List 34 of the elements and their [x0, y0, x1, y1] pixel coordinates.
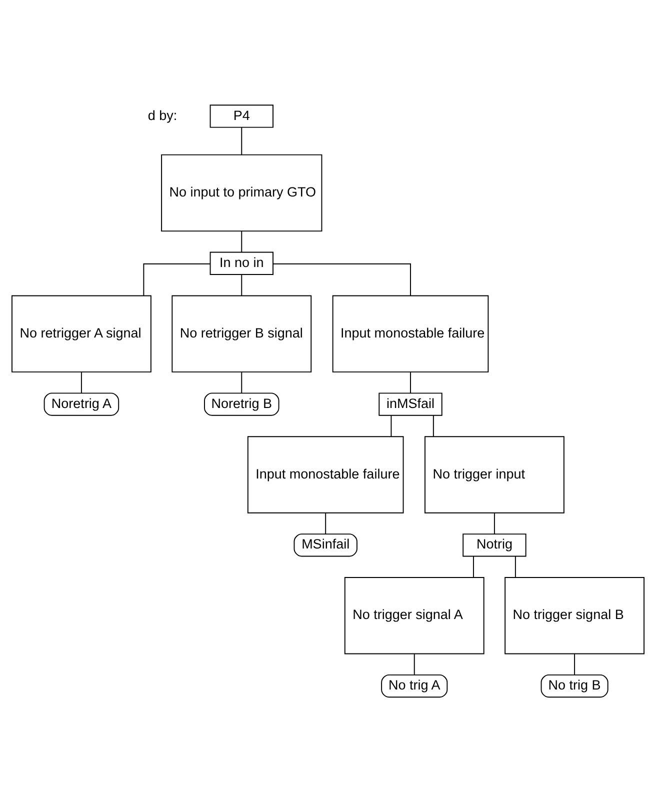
node-box: No trigger signal B	[504, 576, 644, 654]
connector	[414, 653, 415, 675]
label: d by:	[148, 107, 178, 122]
connector	[241, 126, 242, 155]
connector	[143, 262, 211, 296]
node-box: MSinfail	[294, 533, 358, 556]
node-box: No retrigger A signal	[12, 294, 152, 372]
node-box: P4	[210, 104, 274, 128]
connector	[241, 274, 242, 296]
node-box: Notrig	[462, 533, 526, 556]
connector	[325, 512, 326, 534]
node-box: No input to primary GTO	[161, 154, 322, 232]
node-box: No retrigger B signal	[172, 294, 312, 372]
node-box: Input monostable failure	[332, 294, 489, 372]
node-box: No trig B	[540, 674, 608, 698]
connector	[472, 556, 474, 578]
node-box: No trig A	[381, 674, 448, 698]
connector	[80, 371, 82, 394]
connector	[241, 371, 242, 394]
connector	[241, 230, 242, 252]
connector	[410, 371, 411, 394]
node-box: Input monostable failure	[247, 436, 404, 513]
node-box: In no in	[210, 251, 274, 274]
connector	[272, 262, 411, 296]
node-box: inMSfail	[378, 392, 442, 416]
node-box: Noretrig A	[44, 392, 120, 416]
connector	[494, 512, 495, 534]
connector	[514, 556, 516, 578]
connector	[574, 653, 576, 675]
node-box: No trigger signal A	[344, 576, 484, 654]
node-box: No trigger input	[424, 436, 564, 513]
connector	[432, 414, 434, 437]
connector	[390, 414, 392, 437]
node-box: Noretrig B	[204, 392, 280, 416]
